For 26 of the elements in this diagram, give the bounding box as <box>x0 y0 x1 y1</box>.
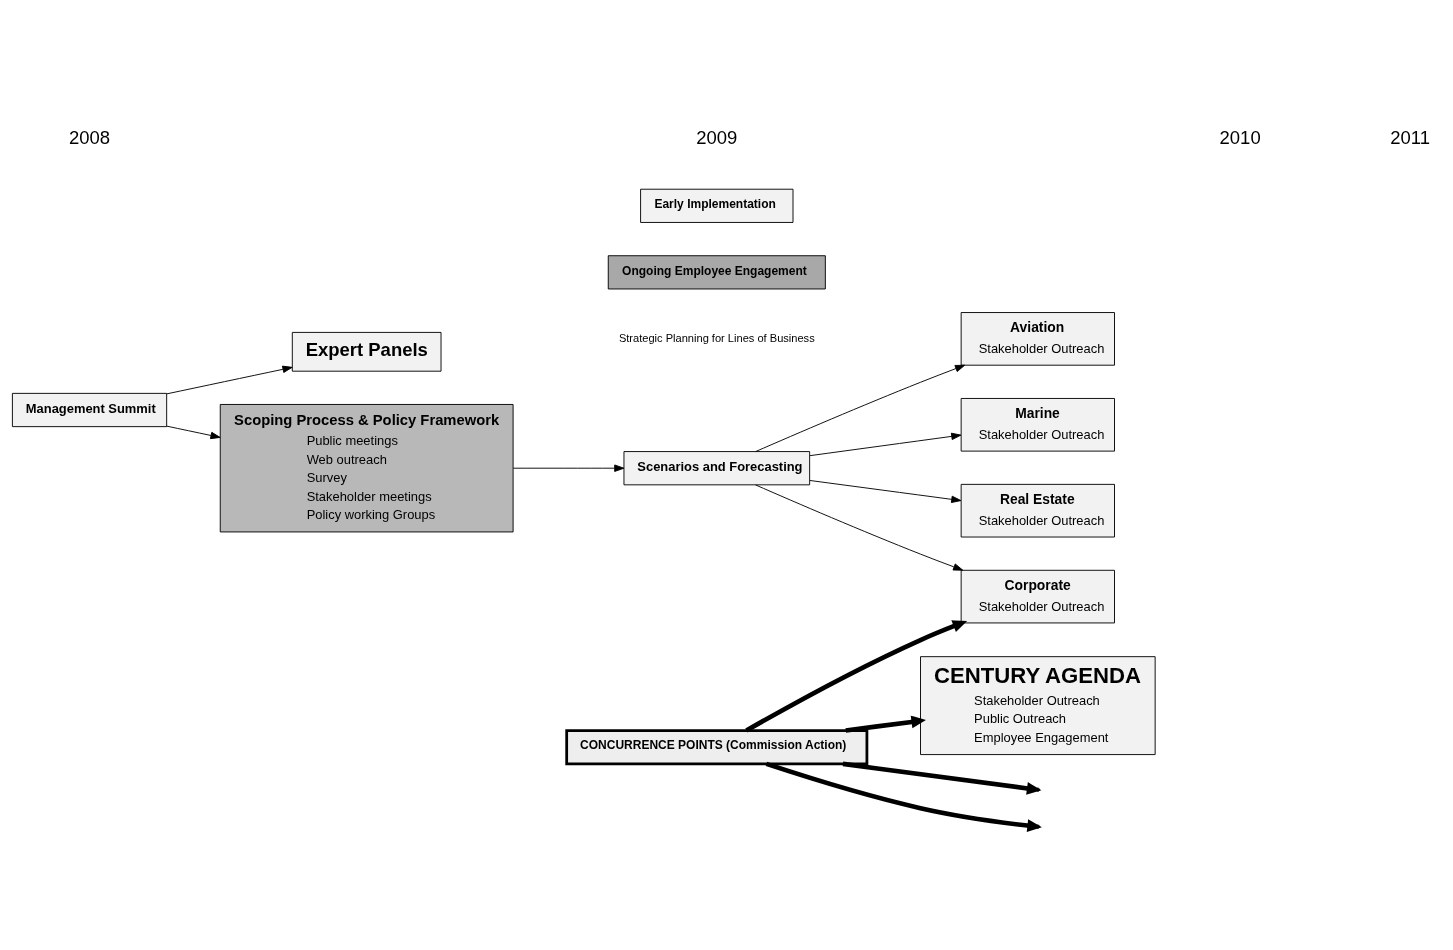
arrow <box>845 715 926 733</box>
node-box: Ongoing Employee Engagement <box>607 254 826 289</box>
node-box: CENTURY AGENDA Stakeholder Outreach Public Outreach Employee Engagement <box>920 655 1156 755</box>
arrow <box>512 464 625 472</box>
node-box: Corporate Stakeholder Outreach <box>960 569 1115 623</box>
label: 2010 <box>1219 126 1261 148</box>
arrow <box>809 432 962 456</box>
arrow <box>166 365 293 394</box>
arrow <box>745 619 968 733</box>
node-box: Management Summit <box>11 392 168 427</box>
node-box: Marine Stakeholder Outreach <box>960 397 1115 452</box>
node-box: Scoping Process & Policy Framework Public meetings Web outreach Survey Stakeholder meetings Policy working Groups <box>219 403 514 532</box>
node-box: Aviation Stakeholder Outreach <box>960 311 1115 366</box>
arrow <box>809 479 962 503</box>
arrow <box>755 483 964 571</box>
label: Strategic Planning for Lines of Business <box>618 331 815 344</box>
node-box: Expert Panels <box>291 331 442 372</box>
node-box: Scenarios and Forecasting <box>623 450 811 485</box>
arrow <box>166 425 221 439</box>
node-box: Early Implementation <box>640 188 794 223</box>
label: 2008 <box>68 126 111 148</box>
label: 2009 <box>696 126 738 148</box>
arrow <box>755 364 966 452</box>
node-box: CONCURRENCE POINTS (Commission Action) <box>565 728 869 765</box>
node-box: Real Estate Stakeholder Outreach <box>960 483 1115 537</box>
label: 2011 <box>1390 126 1430 148</box>
